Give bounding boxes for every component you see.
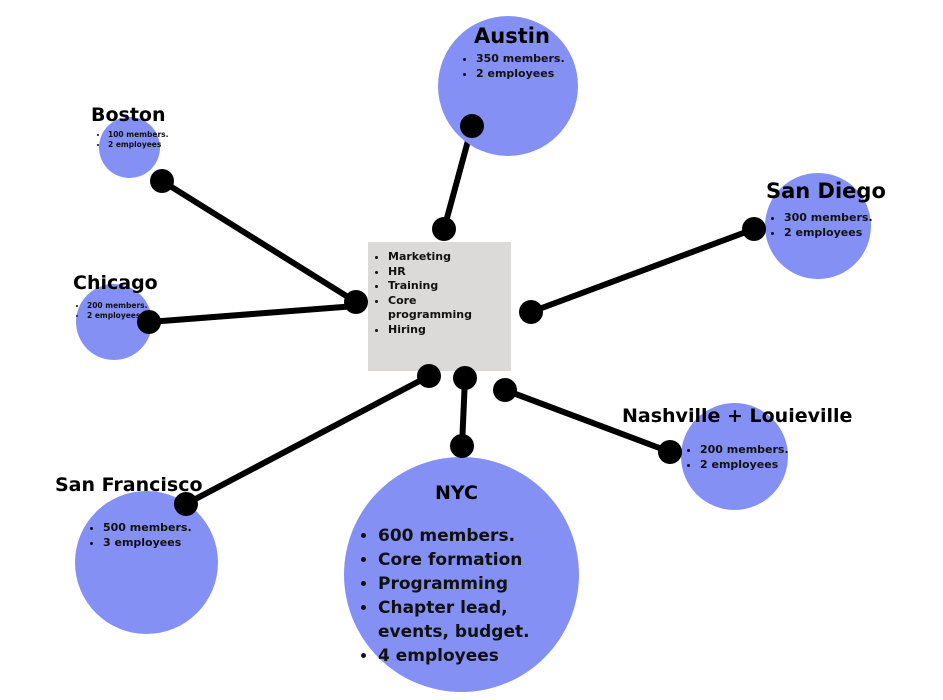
boston-item: 100 members. — [108, 130, 168, 140]
san-diego-item: 300 members. — [784, 210, 873, 225]
connector-dot — [174, 492, 198, 516]
hub-item: Training — [388, 279, 498, 294]
connector-dot — [658, 440, 682, 464]
san-diego-title: San Diego — [766, 179, 886, 203]
connector-san-diego — [528, 226, 757, 315]
san-diego-item: 2 employees — [784, 225, 873, 240]
hub-list: Marketing HR Training Core programming H… — [370, 250, 498, 337]
san-diego-circle — [765, 173, 871, 279]
nyc-item: 600 members. — [378, 524, 568, 548]
san-francisco-item: 500 members. — [103, 520, 192, 535]
nyc-title: NYC — [435, 482, 478, 504]
austin-item: 350 members. — [476, 51, 565, 66]
nyc-item: Programming — [378, 572, 568, 596]
nyc-item: Chapter lead, events, budget. — [378, 596, 568, 644]
nyc-circle — [344, 457, 579, 692]
connector-dot — [432, 217, 456, 241]
connector-dot — [417, 364, 441, 388]
hub-item: HR — [388, 265, 498, 280]
hub-item: Hiring — [388, 323, 498, 338]
san-francisco-circle — [75, 491, 218, 634]
nashville-item: 200 members. — [700, 442, 789, 457]
nyc-item: Core formation — [378, 548, 568, 572]
chicago-item: 200 members. — [87, 301, 147, 311]
connector-dot — [150, 169, 174, 193]
connector-dot — [344, 290, 368, 314]
connector-dot — [453, 366, 477, 390]
connector-boston — [159, 178, 359, 305]
san-francisco-item: 3 employees — [103, 535, 192, 550]
nashville-list: 200 members. 2 employees — [686, 442, 789, 472]
nashville-circle — [681, 403, 788, 510]
boston-item: 2 employees — [108, 140, 168, 150]
connector-dot — [137, 310, 161, 334]
connector-dot — [742, 217, 766, 241]
chicago-list: 200 members. 2 employees — [77, 301, 147, 321]
connector-san-francisco — [183, 373, 432, 507]
nyc-list: 600 members. Core formation Programming … — [352, 524, 568, 668]
boston-circle — [99, 117, 160, 178]
chicago-title: Chicago — [73, 272, 158, 294]
connector-nashville — [502, 387, 673, 455]
nashville-title: Nashville + Louieville — [622, 405, 853, 427]
boston-list: 100 members. 2 employees — [98, 130, 168, 150]
nashville-item: 2 employees — [700, 457, 789, 472]
chicago-item: 2 employees — [87, 311, 147, 321]
san-francisco-title: San Francisco — [55, 474, 203, 496]
hub-item: Marketing — [388, 250, 498, 265]
nyc-item: 4 employees — [378, 644, 568, 668]
central-hub-box: Marketing HR Training Core programming H… — [368, 242, 511, 371]
connector-chicago — [146, 303, 359, 325]
san-diego-list: 300 members. 2 employees — [770, 210, 873, 240]
austin-title: Austin — [474, 24, 550, 48]
san-francisco-list: 500 members. 3 employees — [89, 520, 192, 550]
boston-title: Boston — [91, 104, 166, 126]
hub-item: Core programming — [388, 294, 498, 323]
connector-dot — [450, 434, 474, 458]
connector-dot — [493, 378, 517, 402]
connector-dot — [460, 114, 484, 138]
austin-item: 2 employees — [476, 66, 565, 81]
connector-dot — [519, 300, 543, 324]
austin-list: 350 members. 2 employees — [462, 51, 565, 81]
